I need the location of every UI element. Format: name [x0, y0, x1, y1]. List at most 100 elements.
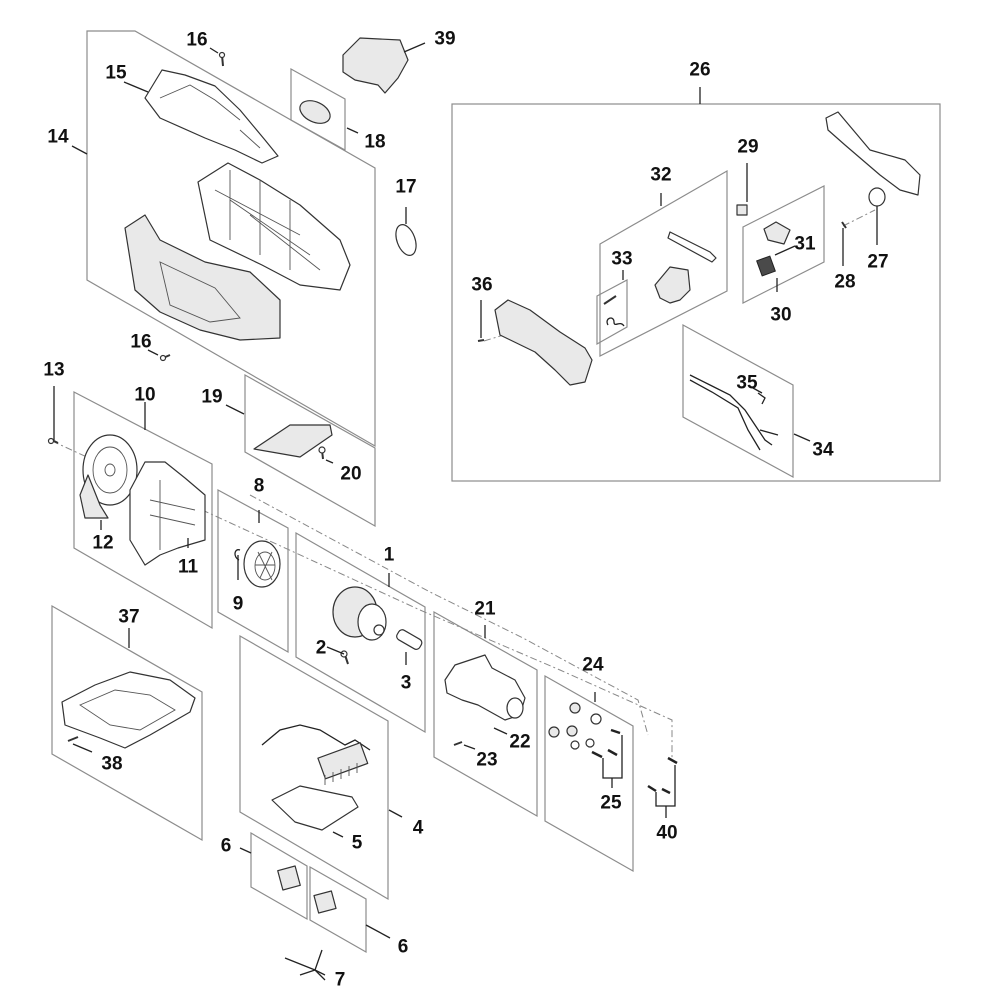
callout-20: 20 [340, 463, 362, 485]
part-16-screw-top [218, 51, 226, 67]
callout-10: 10 [134, 384, 156, 406]
callout-1: 1 [383, 544, 395, 566]
callout-7: 7 [334, 969, 346, 991]
callout-5: 5 [351, 832, 363, 854]
part-14-lower-housing-left [124, 214, 281, 341]
callout-14: 14 [47, 126, 69, 148]
callout-36: 36 [471, 274, 493, 296]
callout-19: 19 [201, 386, 223, 408]
part-32-trigger [654, 266, 691, 304]
part-25-screws [591, 728, 621, 759]
part-24-grommets [548, 702, 602, 750]
callout-38: 38 [101, 753, 123, 775]
part-29-button [736, 204, 748, 216]
frame-trigger-33 [596, 279, 628, 346]
callout-35: 35 [736, 372, 758, 394]
callout-23: 23 [476, 749, 498, 771]
callout-6-right: 6 [397, 936, 409, 958]
part-8-impeller [243, 540, 281, 588]
callout-25: 25 [600, 792, 622, 814]
callout-15: 15 [105, 62, 127, 84]
part-12-fan-cover [79, 434, 138, 519]
frame-gear-21 [433, 610, 538, 818]
callout-30: 30 [770, 304, 792, 326]
part-39-cover [342, 37, 409, 94]
part-33-pin [603, 295, 617, 305]
part-35-clip [757, 392, 766, 405]
part-23-screw [453, 741, 463, 746]
callout-3: 3 [400, 672, 412, 694]
leader-lines [53, 42, 878, 976]
part-38-screw [67, 736, 79, 742]
frame-fan-10 [73, 391, 213, 630]
callout-28: 28 [834, 271, 856, 293]
frame-switch-30 [742, 185, 825, 304]
frame-handle-26 [451, 103, 941, 482]
part-28-screw [841, 221, 847, 229]
callout-12: 12 [92, 532, 114, 554]
callout-4: 4 [412, 817, 424, 839]
frame-harness-34 [682, 323, 794, 479]
part-30-knob [763, 221, 791, 245]
frame-impeller-8 [217, 488, 289, 654]
callout-39: 39 [434, 28, 456, 50]
assembly-frames [51, 30, 941, 954]
part-18-cap [299, 100, 331, 124]
callout-8: 8 [253, 475, 265, 497]
part-6-contact-right [313, 890, 337, 914]
part-5-tray [271, 785, 359, 831]
callout-9: 9 [232, 593, 244, 615]
part-32-lever [667, 231, 717, 263]
frame-base-37 [51, 604, 203, 842]
callout-40: 40 [656, 822, 678, 844]
part-19-intake [253, 424, 333, 458]
frame-cover-18 [290, 67, 346, 152]
callout-22: 22 [509, 731, 531, 753]
part-26-rear-handle [825, 111, 921, 196]
callout-16-top: 16 [186, 29, 208, 51]
callout-11: 11 [177, 556, 199, 578]
callout-29: 29 [737, 136, 759, 158]
part-36-front-handle [494, 299, 593, 386]
assembly-axis-2 [249, 494, 649, 736]
part-34-harness [689, 374, 779, 451]
frame-trigger-32 [599, 169, 728, 357]
callout-32: 32 [650, 164, 672, 186]
part-31-switch [756, 255, 776, 277]
callout-18: 18 [364, 131, 386, 153]
callout-16-bottom: 16 [130, 331, 152, 353]
callout-26: 26 [689, 59, 711, 81]
frame-intake-19 [244, 373, 376, 528]
part-1-motor [332, 586, 387, 641]
callout-21: 21 [474, 598, 496, 620]
part-27-cap [868, 187, 886, 207]
assembly-axis-handle-28 [842, 209, 876, 227]
part-7-spring [284, 949, 326, 981]
part-6-contact-left [277, 865, 301, 891]
callout-6-left: 6 [220, 835, 232, 857]
frame-housing-14 [86, 30, 376, 448]
part-16-screw-bottom [159, 354, 171, 362]
part-4-electronics [261, 724, 371, 785]
callout-33: 33 [611, 248, 633, 270]
part-3-sleeve [396, 629, 423, 650]
callout-27: 27 [867, 251, 889, 273]
assembly-axis-1 [51, 440, 673, 758]
part-37-base [61, 671, 196, 749]
frame-contact-6b [309, 865, 367, 954]
frame-electronics-4 [239, 634, 389, 901]
callout-31: 31 [794, 233, 816, 255]
callout-17: 17 [395, 176, 417, 198]
part-15-upper-housing [144, 69, 279, 164]
part-2-screw [340, 650, 349, 665]
part-11-fan-housing [129, 461, 206, 566]
callout-13: 13 [43, 359, 65, 381]
callout-34: 34 [812, 439, 834, 461]
part-14-lower-housing-right [197, 162, 351, 291]
callout-37: 37 [118, 606, 140, 628]
parts [47, 37, 921, 981]
callout-2: 2 [315, 637, 327, 659]
part-36-screw [477, 339, 485, 342]
part-20-screw [318, 446, 326, 460]
